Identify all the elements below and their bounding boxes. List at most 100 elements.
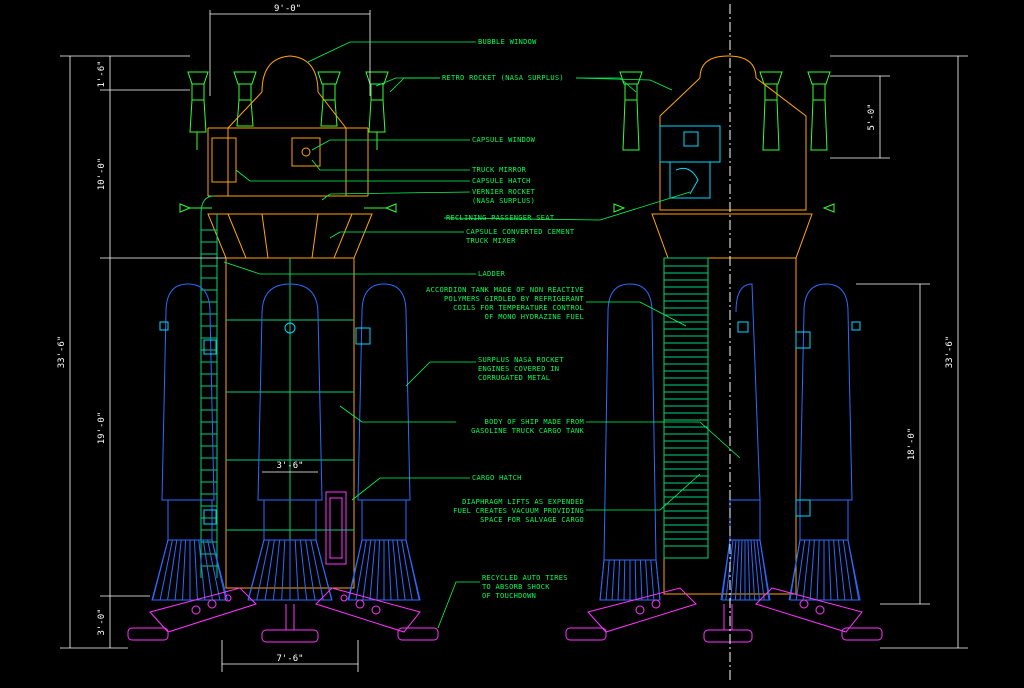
nozzle-rib (174, 539, 182, 601)
nozzle-rib (750, 539, 756, 601)
nozzle-rib (788, 539, 801, 601)
nozzle-rib (272, 539, 281, 601)
retro-rockets-left (179, 71, 397, 213)
nozzle-rib (396, 539, 406, 601)
label-capsule-window: CAPSULE WINDOW (472, 136, 536, 144)
nozzle-rib (795, 539, 806, 601)
dimension-labels: 9'-0" 1'-6" 10'-0" 33'-6" 19'-0" 3'-0" 3… (57, 4, 955, 664)
nozzle-ribs-right (599, 539, 860, 601)
dim-base-width: 7'-6" (276, 654, 303, 664)
nozzle-rib (623, 559, 626, 601)
nozzle-rib (247, 539, 265, 601)
nozzle-rib (405, 539, 420, 601)
nozzle-rib (167, 539, 178, 601)
nozzle-rib (739, 539, 743, 601)
nozzle-rib (809, 539, 815, 601)
dim-right-top: 5'-0" (867, 103, 877, 130)
nozzle-rib (847, 539, 860, 601)
nozzle-rib (828, 539, 832, 601)
nozzle-rib (734, 539, 740, 601)
landing-gear-right (565, 587, 883, 643)
ladder-rungs (201, 229, 217, 567)
dim-top-width: 9'-0" (274, 4, 301, 14)
passenger-seat-right (659, 125, 721, 199)
nozzle-rib (756, 539, 765, 601)
nozzle-rib (650, 559, 655, 601)
nozzle-rib (720, 539, 731, 601)
dim-total-right: 33'-6" (945, 336, 955, 369)
nozzle-rib (193, 539, 198, 601)
nozzle-rib (198, 539, 206, 601)
dim-total-left: 33'-6" (57, 336, 67, 369)
dimension-lines (60, 10, 968, 672)
label-retro-rocket: RETRO ROCKET (NASA SURPLUS) (442, 74, 564, 82)
nozzle-rib (355, 539, 367, 601)
nozzle-rib (802, 539, 811, 601)
nozzle-rib (152, 539, 169, 601)
nozzle-rib (759, 539, 770, 601)
nozzle-rib (294, 539, 299, 601)
engine-details-left (159, 321, 371, 525)
nozzle-rib (816, 539, 820, 601)
nozzle-rib (202, 539, 213, 601)
nozzle-ribs-left (152, 539, 420, 601)
dim-lower-height: 19'-0" (97, 412, 107, 445)
nozzle-rib (348, 539, 363, 601)
nozzle-rib (837, 539, 846, 601)
accordion-outline (663, 257, 709, 559)
callout-leaders (223, 41, 741, 629)
nozzle-rib (605, 559, 610, 601)
dim-right-middle: 18'-0" (907, 428, 917, 461)
label-passenger-seat: RECLINING PASSENGER SEAT (446, 214, 555, 222)
front-elevation-view (127, 55, 439, 643)
label-ladder: LADDER (478, 270, 506, 278)
nozzle-rib (392, 539, 399, 601)
nozzle-rib (645, 559, 649, 601)
nozzle-rib (256, 539, 270, 601)
nozzle-rib (833, 539, 839, 601)
landing-gear-left (127, 587, 439, 643)
nozzle-rib (211, 539, 228, 601)
nozzle-rib (725, 539, 734, 601)
frame-structure-left (200, 195, 354, 588)
nozzle-rib (730, 539, 737, 601)
nozzle-rib (599, 559, 605, 601)
nozzle-rib (387, 539, 392, 601)
nozzle-rib (611, 559, 615, 601)
label-bubble-window: BUBBLE WINDOW (478, 38, 537, 46)
nozzle-rib (362, 539, 372, 601)
callout-labels: BUBBLE WINDOW RETRO ROCKET (NASA SURPLUS… (426, 38, 584, 600)
nozzle-rib (617, 559, 621, 601)
nozzle-rib (369, 539, 376, 601)
retro-rockets-right (613, 71, 835, 213)
dim-base-height: 3'-0" (97, 608, 107, 635)
label-capsule-hatch: CAPSULE HATCH (472, 177, 531, 185)
nozzle-rib (305, 539, 316, 601)
nozzle-rib (207, 539, 221, 601)
accordion-fuel-tank (664, 265, 708, 547)
nozzle-rib (639, 559, 643, 601)
dim-body-width: 3'-6" (276, 461, 303, 471)
capsule-left (207, 55, 373, 259)
cargo-hatch-left (325, 491, 347, 565)
nozzle-rib (753, 539, 760, 601)
label-truck-mirror: TRUCK MIRROR (472, 166, 527, 174)
nozzle-rib (747, 539, 751, 601)
nozzle-rib (376, 539, 381, 601)
nozzle-rib (310, 539, 324, 601)
nozzle-rib (159, 539, 173, 601)
engine-details-right (737, 321, 861, 517)
nozzle-rib (634, 559, 637, 601)
nozzle-rib (299, 539, 308, 601)
nozzle-rib (842, 539, 853, 601)
label-cargo-hatch: CARGO HATCH (472, 474, 522, 482)
nozzle-rib (401, 539, 413, 601)
